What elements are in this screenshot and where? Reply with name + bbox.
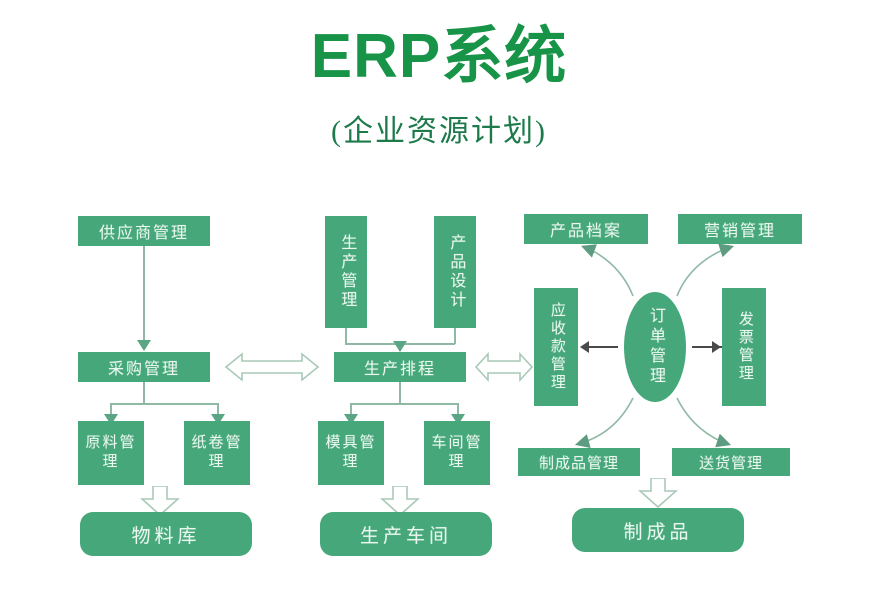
hollow-arrow-to-material-warehouse <box>140 486 180 516</box>
connector-purchase-split <box>110 403 218 405</box>
node-order-management[interactable]: 订单管理 <box>624 292 686 402</box>
arrowhead-order-to-receivables <box>580 341 589 353</box>
curve-order-to-delivery <box>676 397 732 448</box>
node-paper-roll-management[interactable]: 纸卷管理 <box>184 421 250 485</box>
arrowhead-scheduling-to-mold <box>344 414 358 425</box>
connector-scheduling-to-mold <box>350 403 352 417</box>
node-supplier-management[interactable]: 供应商管理 <box>78 216 210 246</box>
arrowhead-purchase-to-paper <box>211 414 225 425</box>
curve-order-to-product-archive <box>581 244 634 297</box>
node-purchase-management[interactable]: 采购管理 <box>78 352 210 382</box>
arrowhead-order-to-invoice <box>712 341 721 353</box>
curve-order-to-finished-goods-mgmt <box>574 397 634 448</box>
connector-proddesign-down <box>454 328 456 344</box>
connector-purchase-stem <box>143 382 145 404</box>
node-receivables-management[interactable]: 应收款管理 <box>534 288 578 406</box>
connector-order-to-receivables <box>588 346 618 348</box>
node-delivery-management[interactable]: 送货管理 <box>672 448 790 476</box>
connector-purchase-to-raw <box>110 403 112 417</box>
arrowhead-scheduling-to-workshop <box>451 414 465 425</box>
connector-supplier-to-purchase <box>143 246 145 343</box>
node-production-scheduling[interactable]: 生产排程 <box>334 352 466 382</box>
node-production-management[interactable]: 生产管理 <box>325 216 367 328</box>
node-finished-goods-management[interactable]: 制成品管理 <box>518 448 640 476</box>
node-mold-management[interactable]: 模具管理 <box>318 421 384 485</box>
node-marketing-management[interactable]: 营销管理 <box>678 214 802 244</box>
hollow-double-arrow-purchase-scheduling <box>224 352 320 382</box>
node-production-workshop[interactable]: 生产车间 <box>320 512 492 556</box>
node-product-archive[interactable]: 产品档案 <box>524 214 648 244</box>
hollow-arrow-to-production-workshop <box>380 486 420 516</box>
page-title: ERP系统 <box>310 22 568 91</box>
node-workshop-management[interactable]: 车间管理 <box>424 421 490 485</box>
connector-prodmgmt-down <box>345 328 347 344</box>
connector-order-to-invoice <box>692 346 722 348</box>
arrowhead-purchase-to-raw <box>104 414 118 425</box>
node-material-warehouse[interactable]: 物料库 <box>80 512 252 556</box>
arrowhead-to-production-scheduling <box>393 341 407 352</box>
arrowhead-supplier-to-purchase <box>137 340 151 351</box>
connector-scheduling-to-workshop <box>457 403 459 417</box>
connector-scheduling-stem <box>399 382 401 404</box>
hollow-double-arrow-scheduling-receivables <box>474 352 534 382</box>
connector-purchase-to-paper <box>217 403 219 417</box>
node-finished-goods[interactable]: 制成品 <box>572 508 744 552</box>
node-product-design[interactable]: 产品设计 <box>434 216 476 328</box>
connector-scheduling-split <box>350 403 458 405</box>
node-invoice-management[interactable]: 发票管理 <box>722 288 766 406</box>
node-raw-material-management[interactable]: 原料管理 <box>78 421 144 485</box>
hollow-arrow-to-finished-goods <box>638 478 678 508</box>
page-subtitle: (企业资源计划) <box>331 115 547 148</box>
